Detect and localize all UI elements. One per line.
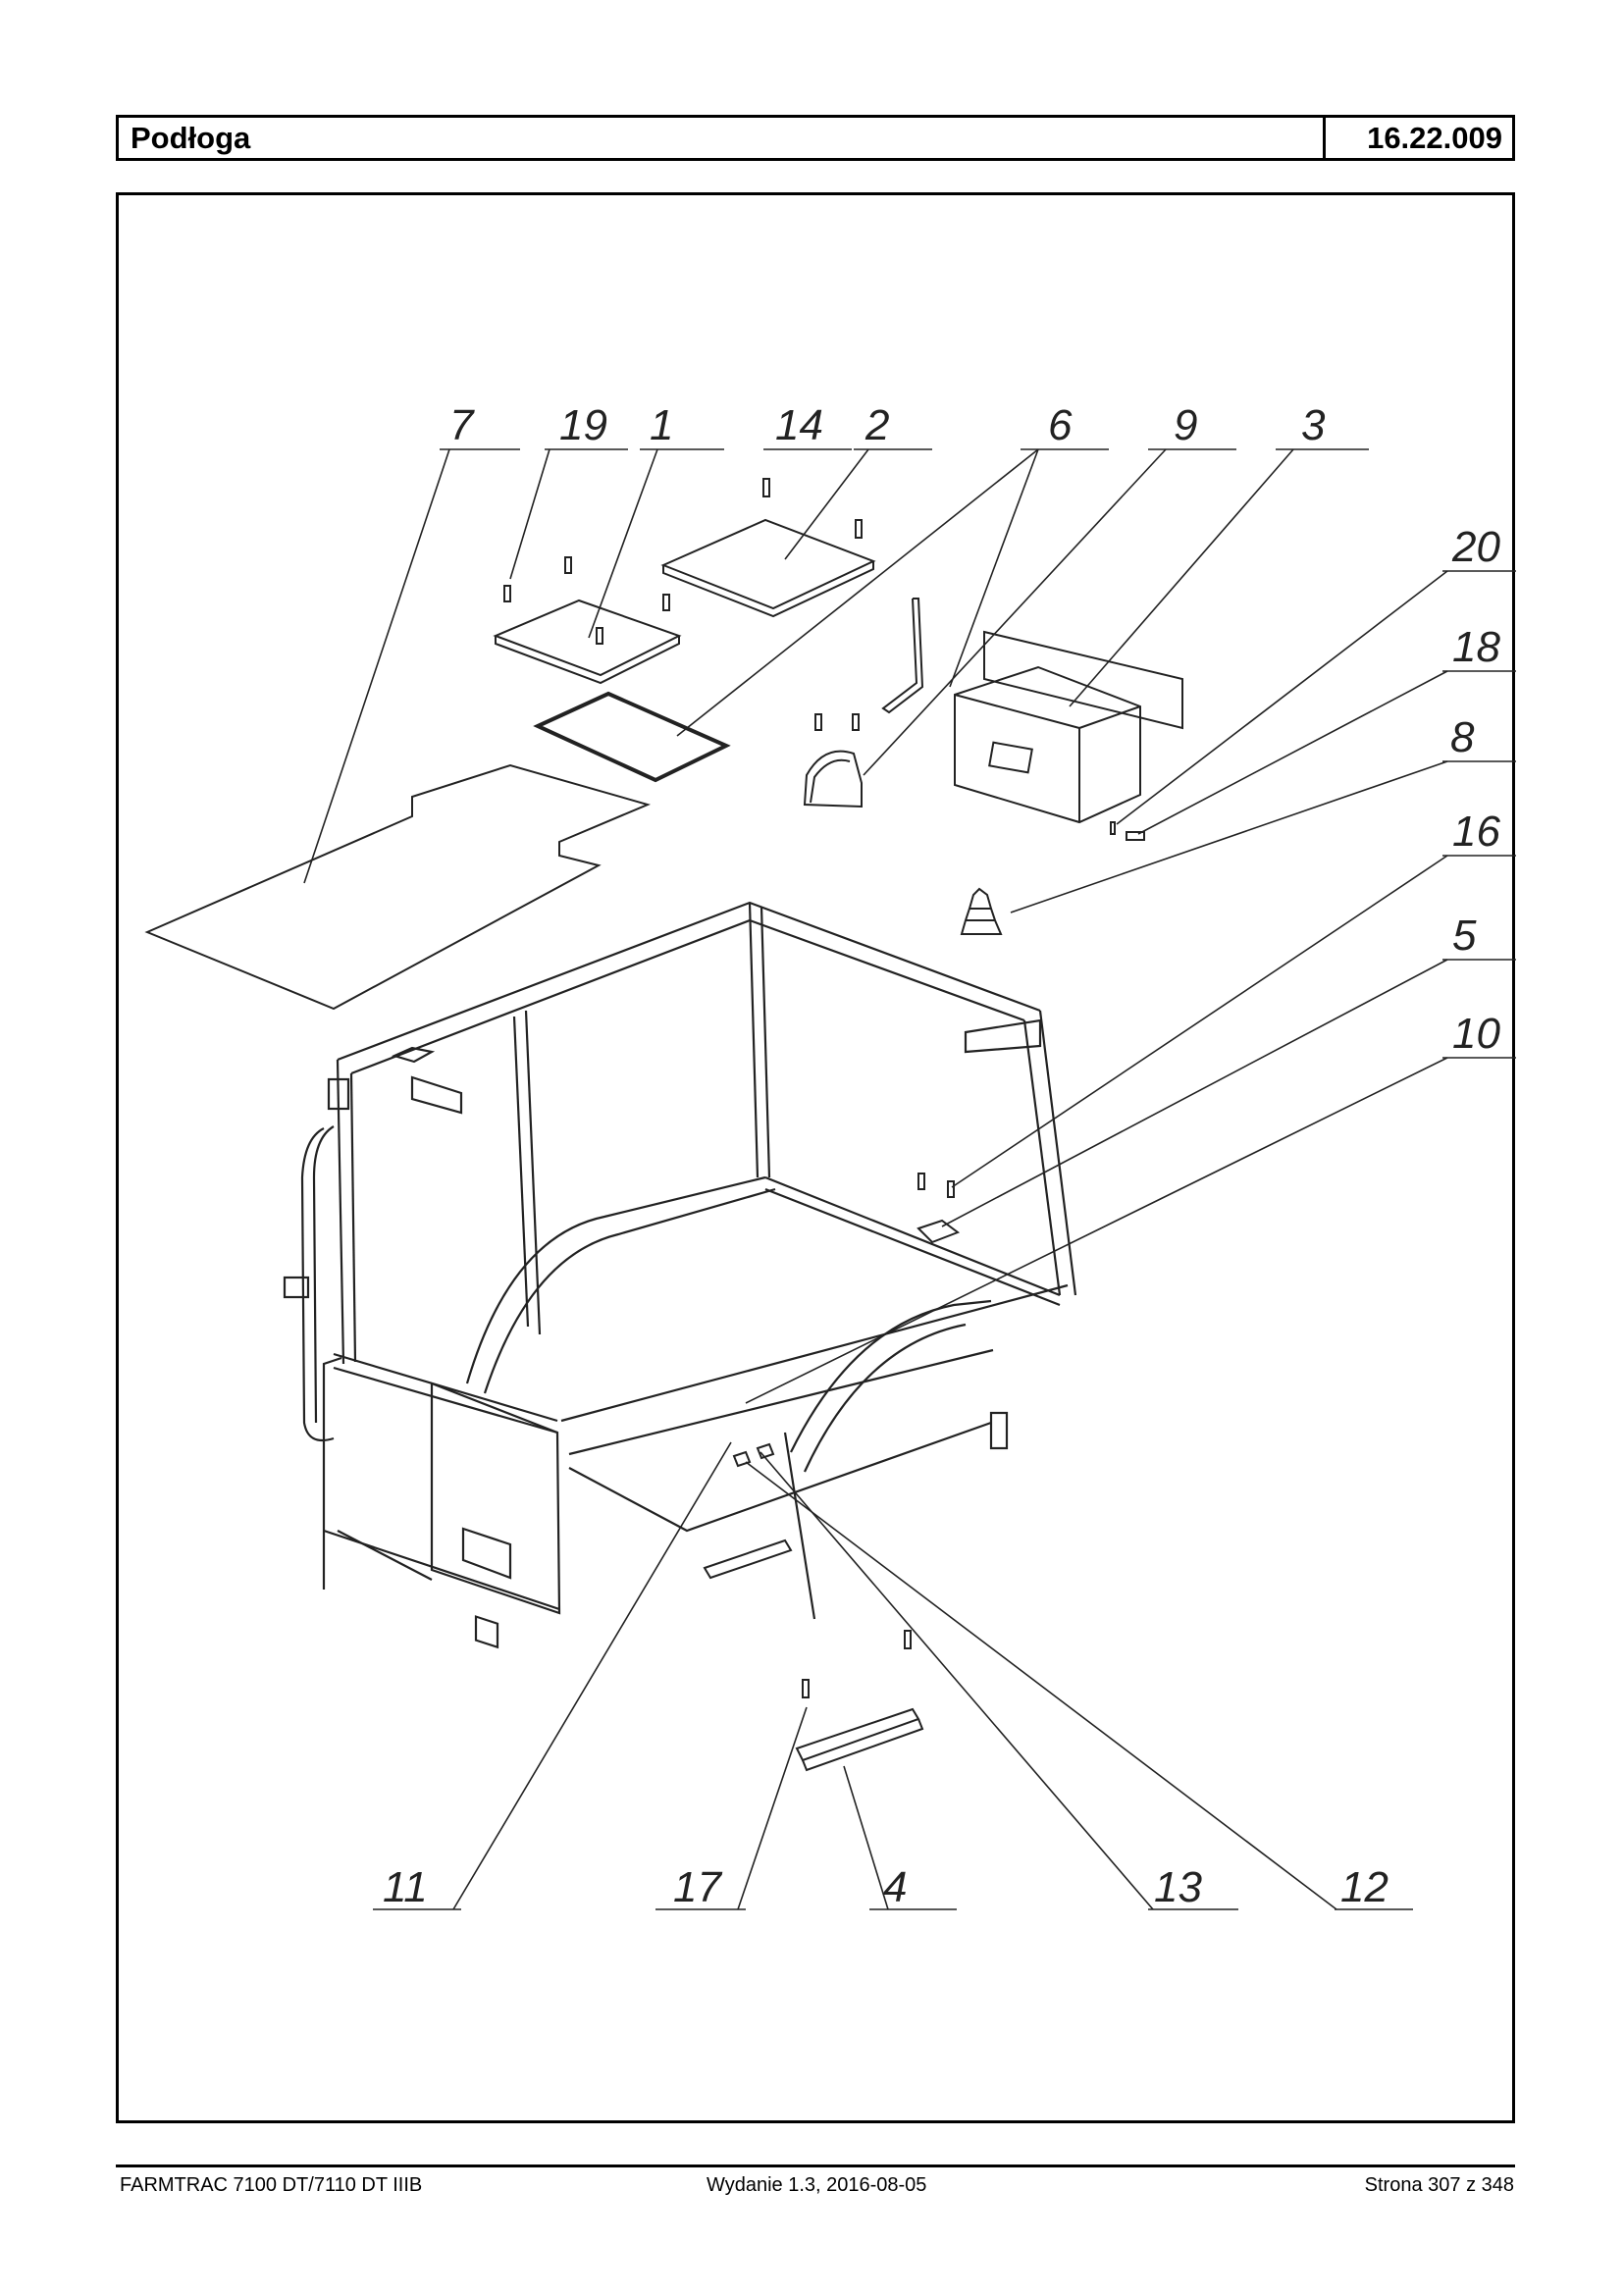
footer-edition: Wydanie 1.3, 2016-08-05 bbox=[707, 2174, 927, 2196]
top-leader-lines bbox=[303, 448, 1369, 884]
part-label-12: 12 bbox=[1340, 1863, 1388, 1911]
floor-mat bbox=[144, 763, 652, 1011]
footer-rule bbox=[116, 2165, 1515, 2167]
page-header: Podłoga 16.22.009 bbox=[116, 115, 1515, 161]
bottom-leader-lines bbox=[373, 1441, 1413, 1910]
part-label-14: 14 bbox=[775, 401, 823, 449]
part-label-1: 1 bbox=[650, 401, 673, 449]
part-label-20: 20 bbox=[1451, 523, 1500, 571]
part-label-16: 16 bbox=[1452, 808, 1500, 856]
part-label-5: 5 bbox=[1452, 912, 1477, 960]
lever-and-cover bbox=[803, 598, 924, 808]
page-title: Podłoga bbox=[119, 118, 1326, 158]
right-leader-lines bbox=[745, 570, 1516, 1404]
cab-frame bbox=[283, 901, 1077, 1649]
part-label-2: 2 bbox=[864, 401, 889, 449]
part-label-13: 13 bbox=[1154, 1863, 1202, 1911]
right-labels: 20 18 8 16 5 10 bbox=[1450, 523, 1500, 1058]
drawing-frame bbox=[116, 192, 1515, 2123]
part-label-7: 7 bbox=[449, 401, 475, 449]
part-label-19: 19 bbox=[559, 401, 607, 449]
footer-model: FARMTRAC 7100 DT/7110 DT IIIB bbox=[120, 2174, 423, 2196]
gaiter bbox=[960, 887, 1003, 935]
bolt-20 bbox=[1110, 821, 1116, 835]
bottom-labels: 11 17 4 13 12 bbox=[383, 1863, 1388, 1911]
plate-1 bbox=[493, 556, 682, 685]
part-label-3: 3 bbox=[1301, 401, 1326, 449]
top-labels: 7 19 1 14 2 6 9 3 bbox=[449, 401, 1326, 449]
part-label-9: 9 bbox=[1174, 401, 1197, 449]
part-label-8: 8 bbox=[1450, 713, 1475, 761]
plate-2 bbox=[660, 478, 876, 618]
part-label-18: 18 bbox=[1452, 623, 1500, 671]
floor-strip bbox=[703, 1539, 924, 1772]
footer-page-number: Strona 307 z 348 bbox=[1364, 2174, 1514, 2196]
part-label-4: 4 bbox=[883, 1863, 907, 1911]
part-label-17: 17 bbox=[673, 1863, 722, 1911]
section-code: 16.22.009 bbox=[1367, 121, 1502, 155]
console-cover bbox=[954, 630, 1183, 824]
clip-18 bbox=[1126, 831, 1145, 841]
part-label-11: 11 bbox=[383, 1863, 428, 1911]
part-label-10: 10 bbox=[1452, 1010, 1500, 1058]
small-mat bbox=[533, 691, 731, 783]
part-label-6: 6 bbox=[1048, 401, 1073, 449]
small-fasteners bbox=[732, 1173, 961, 1698]
